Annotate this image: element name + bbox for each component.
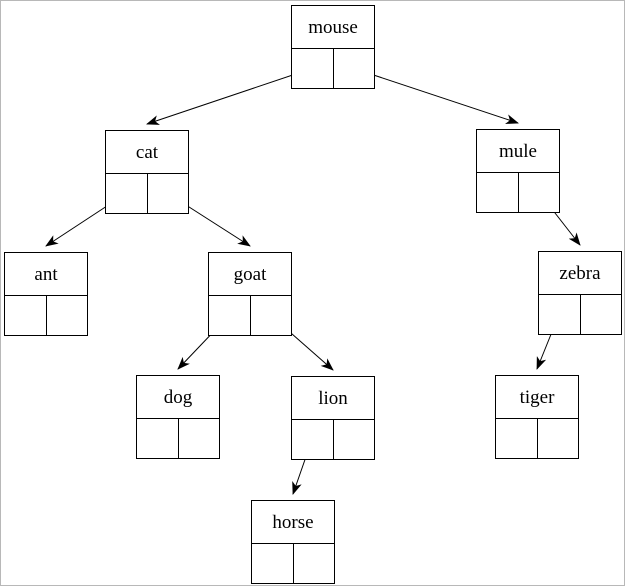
node-left-pointer-cell	[106, 174, 148, 213]
tree-node-mule: mule	[476, 129, 560, 213]
node-label-ant: ant	[5, 253, 87, 296]
tree-node-horse: horse	[251, 500, 335, 584]
node-label-tiger: tiger	[496, 376, 578, 419]
node-pointer-cells	[5, 296, 87, 335]
node-right-pointer-cell	[47, 296, 88, 335]
node-label-dog: dog	[137, 376, 219, 419]
node-right-pointer-cell	[334, 49, 375, 88]
node-right-pointer-cell	[538, 419, 579, 458]
tree-node-tiger: tiger	[495, 375, 579, 459]
node-pointer-cells	[209, 296, 291, 335]
node-right-pointer-cell	[581, 295, 622, 334]
node-label-cat: cat	[106, 131, 188, 174]
node-left-pointer-cell	[5, 296, 47, 335]
edge-mouse-cat	[146, 68, 313, 125]
node-pointer-cells	[137, 419, 219, 458]
node-left-pointer-cell	[477, 173, 519, 212]
tree-node-lion: lion	[291, 376, 375, 460]
node-left-pointer-cell	[252, 544, 294, 583]
node-label-mule: mule	[477, 130, 559, 173]
node-pointer-cells	[252, 544, 334, 583]
node-right-pointer-cell	[251, 296, 292, 335]
node-label-lion: lion	[292, 377, 374, 420]
node-label-goat: goat	[209, 253, 291, 296]
node-right-pointer-cell	[519, 173, 560, 212]
tree-node-dog: dog	[136, 375, 220, 459]
node-right-pointer-cell	[294, 544, 335, 583]
node-label-mouse: mouse	[292, 6, 374, 49]
node-right-pointer-cell	[179, 419, 220, 458]
node-left-pointer-cell	[539, 295, 581, 334]
node-pointer-cells	[496, 419, 578, 458]
node-pointer-cells	[292, 49, 374, 88]
tree-node-goat: goat	[208, 252, 292, 336]
node-left-pointer-cell	[209, 296, 251, 335]
node-left-pointer-cell	[292, 49, 334, 88]
node-label-horse: horse	[252, 501, 334, 544]
node-pointer-cells	[477, 173, 559, 212]
edge-mouse-mule	[353, 68, 519, 124]
node-right-pointer-cell	[334, 420, 375, 459]
tree-node-cat: cat	[105, 130, 189, 214]
node-label-zebra: zebra	[539, 252, 621, 295]
node-left-pointer-cell	[292, 420, 334, 459]
node-pointer-cells	[106, 174, 188, 213]
tree-node-zebra: zebra	[538, 251, 622, 335]
tree-node-ant: ant	[4, 252, 88, 336]
node-pointer-cells	[292, 420, 374, 459]
node-left-pointer-cell	[137, 419, 179, 458]
tree-node-mouse: mouse	[291, 5, 375, 89]
node-right-pointer-cell	[148, 174, 189, 213]
node-pointer-cells	[539, 295, 621, 334]
node-left-pointer-cell	[496, 419, 538, 458]
